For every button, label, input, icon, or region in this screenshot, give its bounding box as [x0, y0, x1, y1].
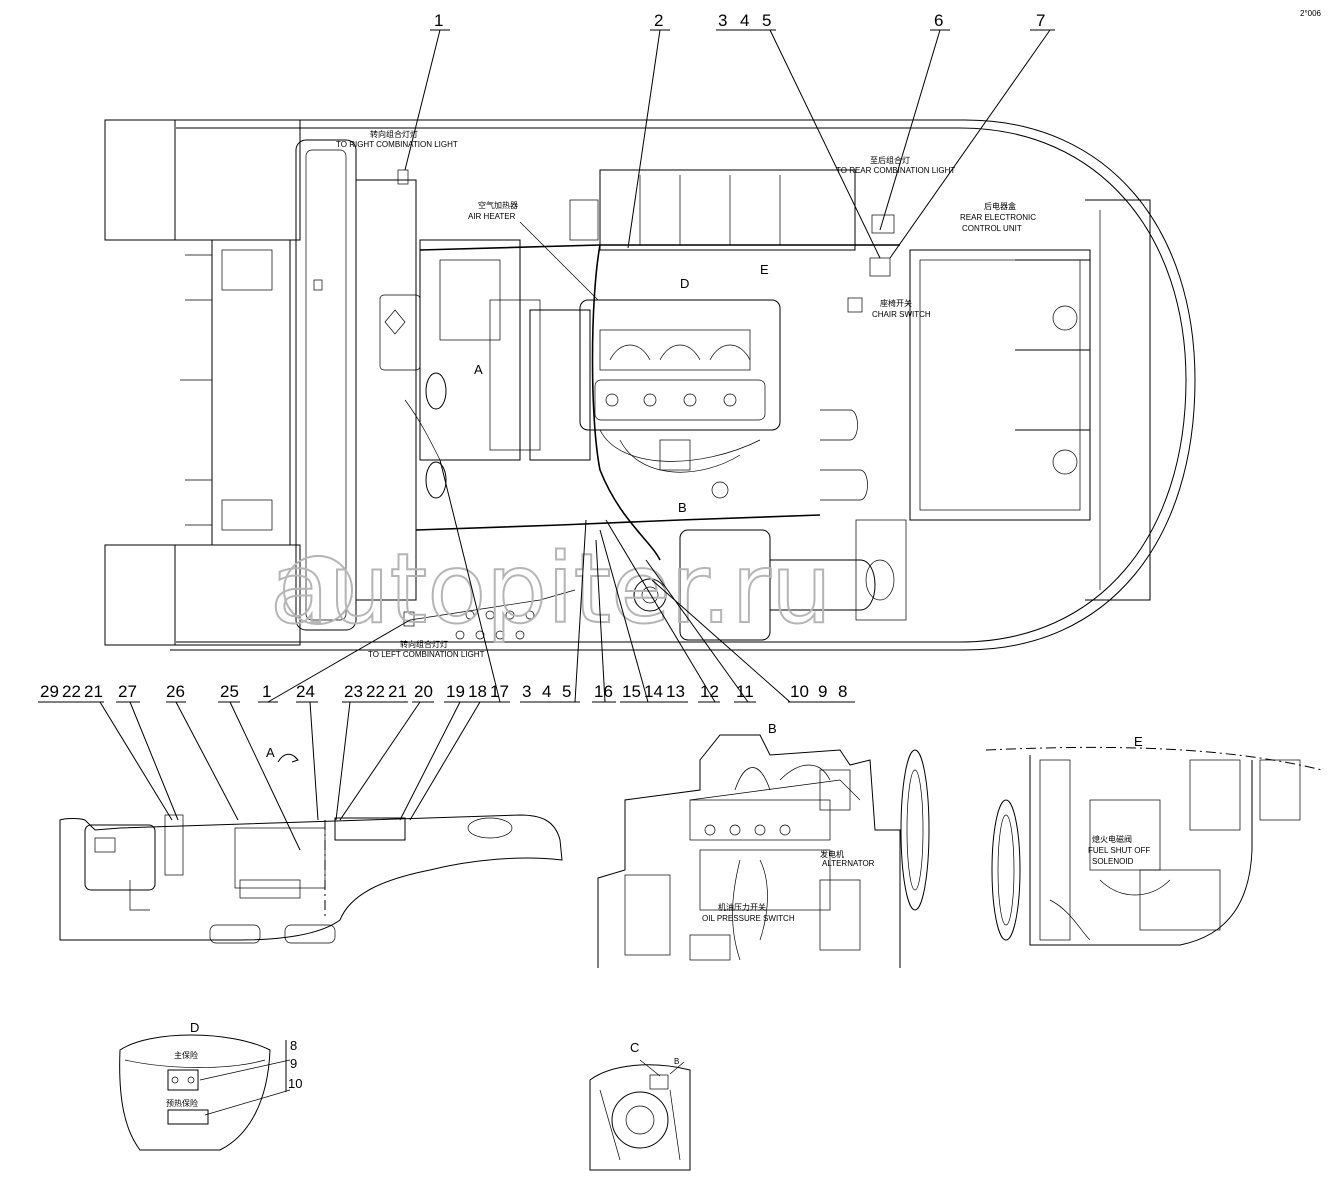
part-number-8: 8 [838, 682, 847, 701]
view-b-title: B [768, 721, 777, 736]
oil-pressure-cn: 机油压力开关 [718, 902, 766, 912]
left-combination-light-cn: 转向组合灯灯 [400, 639, 448, 649]
rear-combination-light-cn: 至后组合灯 [870, 155, 910, 165]
view-marker-d: D [680, 276, 689, 291]
air-heater-label: AIR HEATER [468, 212, 516, 221]
air-heater-cn: 空气加热器 [478, 200, 518, 210]
part-number-22-b: 22 [366, 682, 385, 701]
part-number-6-top: 6 [934, 11, 943, 30]
part-number-29: 29 [40, 682, 59, 701]
part-number-24: 24 [296, 682, 315, 701]
right-combination-light-label: TO RIGHT COMBINATION LIGHT [336, 140, 458, 149]
part-number-4-top: 4 [740, 11, 749, 30]
part-number-1-bottom: 1 [262, 682, 271, 701]
top-leaders [404, 29, 1055, 259]
rear-ecu-cn: 后电器盒 [984, 201, 1016, 211]
part-number-19: 19 [446, 682, 465, 701]
view-b [597, 734, 930, 968]
view-e-title: E [1134, 734, 1143, 749]
view-d-number-9: 9 [290, 1056, 297, 1071]
part-number-25: 25 [220, 682, 239, 701]
alternator-label: ALTERNATOR [822, 859, 875, 868]
part-number-5-bottom: 5 [562, 682, 571, 701]
left-combination-light-label: TO LEFT COMBINATION LIGHT [368, 650, 485, 659]
part-number-5-top: 5 [762, 11, 771, 30]
main-fuse-cn: 主保险 [174, 1050, 198, 1060]
chair-switch-cn: 座椅开关 [880, 298, 912, 308]
fuel-shutoff-label-line1: FUEL SHUT OFF [1088, 846, 1150, 855]
fuel-shutoff-cn: 熄火电磁阀 [1092, 834, 1132, 844]
part-number-21-a: 21 [84, 682, 103, 701]
view-marker-a: A [474, 362, 483, 377]
view-c [589, 1059, 691, 1171]
part-number-26: 26 [166, 682, 185, 701]
view-marker-b: B [678, 500, 687, 515]
chair-switch-label: CHAIR SWITCH [872, 310, 931, 319]
plan-view [104, 119, 1196, 651]
bottom-leaders [38, 459, 855, 851]
view-e [985, 746, 1323, 946]
view-c-marker-b: B [674, 1057, 679, 1066]
part-number-12: 12 [700, 682, 719, 701]
corner-mark: 2°006 [1300, 9, 1322, 18]
view-a-side [59, 814, 563, 944]
rear-combination-light-label: TO REAR COMBINATION LIGHT [836, 166, 955, 175]
part-number-7-top: 7 [1036, 11, 1045, 30]
rear-ecu-label-line2: CONTROL UNIT [962, 224, 1022, 233]
part-number-21-b: 21 [388, 682, 407, 701]
part-number-3-bottom: 3 [522, 682, 531, 701]
view-d-number-10: 10 [288, 1076, 302, 1091]
part-number-20: 20 [414, 682, 433, 701]
part-number-27: 27 [118, 682, 137, 701]
part-number-23: 23 [344, 682, 363, 701]
spare-fuse-cn: 预热保险 [166, 1098, 198, 1108]
view-d [119, 1034, 291, 1151]
watermark: autopiter.ru [270, 533, 832, 645]
view-c-title: C [630, 1040, 639, 1055]
right-combination-light-cn: 转向组合灯灯 [370, 129, 418, 139]
view-d-title: D [190, 1020, 199, 1035]
part-number-1-top: 1 [434, 11, 443, 30]
view-marker-e: E [760, 262, 769, 277]
part-number-3-top: 3 [718, 11, 727, 30]
view-a-marker: A [266, 745, 275, 760]
part-number-11: 11 [736, 682, 754, 701]
part-number-16: 16 [594, 682, 613, 701]
part-number-13: 13 [666, 682, 685, 701]
part-number-2-top: 2 [654, 11, 663, 30]
watermark-at-icon [283, 555, 353, 625]
part-number-18: 18 [468, 682, 487, 701]
view-d-number-8: 8 [290, 1038, 297, 1053]
part-number-10: 10 [790, 682, 809, 701]
rear-ecu-label-line1: REAR ELECTRONIC [960, 213, 1036, 222]
part-number-15: 15 [622, 682, 641, 701]
part-number-22-a: 22 [62, 682, 81, 701]
alternator-cn: 发电机 [820, 849, 844, 859]
oil-pressure-label: OIL PRESSURE SWITCH [702, 914, 795, 923]
part-number-14: 14 [644, 682, 663, 701]
part-number-4-bottom: 4 [542, 682, 551, 701]
fuel-shutoff-label-line2: SOLENOID [1092, 857, 1134, 866]
part-number-9: 9 [818, 682, 827, 701]
part-number-17: 17 [490, 682, 509, 701]
